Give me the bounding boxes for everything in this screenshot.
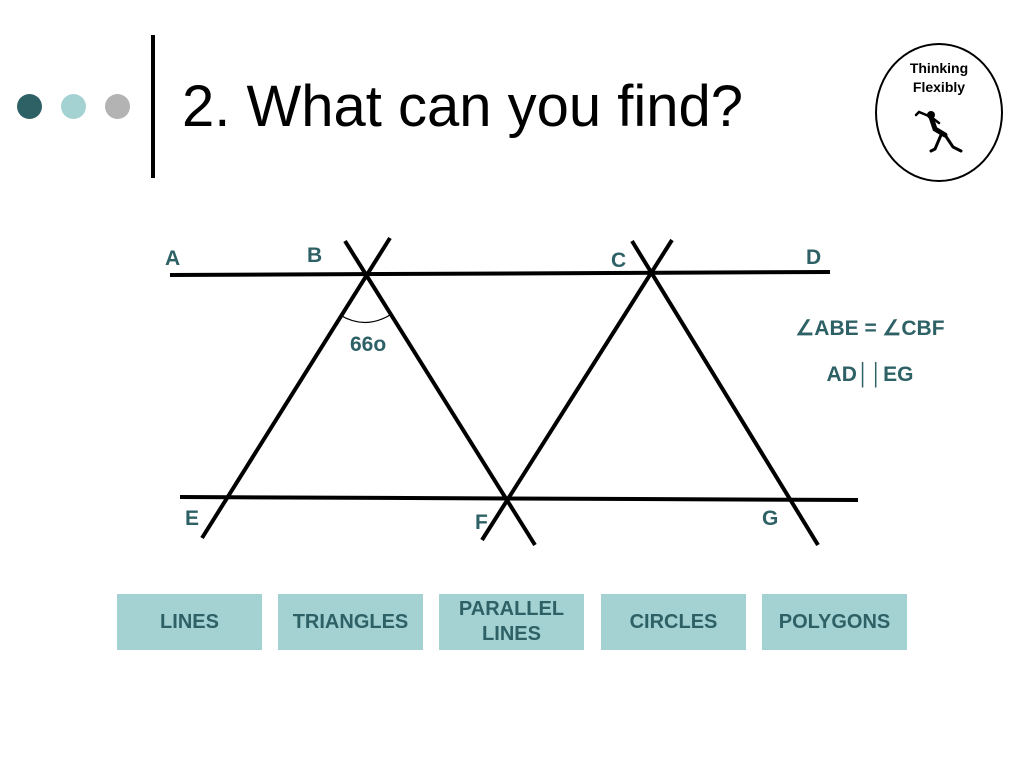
angle-label: 66o [350,333,386,356]
triangles-button[interactable]: TRIANGLES [278,594,423,650]
title-divider [151,35,155,178]
point-label-d: D [806,246,821,269]
line-ad [169,270,831,277]
fact-parallel: AD││EG [826,363,914,386]
point-label-f: F [475,511,488,534]
line-eg [179,495,859,502]
parallel-lines-button[interactable]: PARALLEL LINES [439,594,584,650]
fact-angle-equality: ∠ABE = ∠CBF [795,317,945,340]
transversal-cg [630,239,820,547]
thinking-flexibly-badge: Thinking Flexibly [875,43,1003,182]
badge-text: Thinking Flexibly [877,59,1001,97]
polygons-button[interactable]: POLYGONS [762,594,907,650]
badge-line-1: Thinking [909,60,969,76]
facts-panel: ∠ABE = ∠CBF AD││EG [770,306,970,398]
badge-line-2: Flexibly [912,79,966,95]
point-label-c: C [611,249,626,272]
point-label-a: A [165,247,180,270]
decor-dot-light [61,94,86,119]
point-label-g: G [762,507,778,530]
decor-dot-gray [105,94,130,119]
stretching-person-icon [914,110,963,153]
transversal-cf [480,238,674,542]
circles-button[interactable]: CIRCLES [601,594,746,650]
point-label-b: B [307,244,322,267]
slide-title: 2. What can you find? [182,74,743,139]
transversal-bf [343,239,537,547]
decor-dot-dark [17,94,42,119]
point-label-e: E [185,507,199,530]
lines-button[interactable]: LINES [117,594,262,650]
transversal-be [200,236,392,540]
angle-arc [339,314,391,324]
